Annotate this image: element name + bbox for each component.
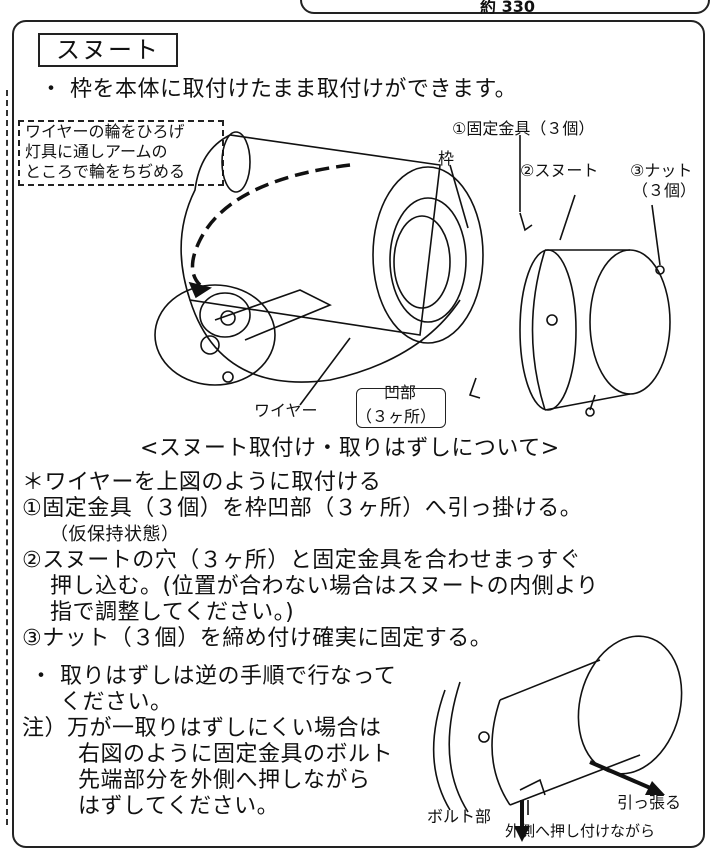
- removal-note-line-3: 先端部分を外側へ押しながら: [78, 768, 371, 793]
- diagram-caption: <スヌート取付け・取りはずしについて>: [140, 436, 560, 461]
- label-wire: ワイヤー: [254, 401, 318, 420]
- label-fixing-bracket: ①固定金具（３個）: [452, 119, 595, 138]
- step-2-line-3: 指で調整してください。): [50, 600, 295, 625]
- step-1: ①固定金具（３個）を枠凹部（３ヶ所）へ引っ掛ける。: [22, 496, 583, 521]
- section-title: スヌート: [38, 33, 178, 67]
- left-dashed-rule: [6, 90, 8, 825]
- removal-note-line-1: 注）万が一取りはずしにくい場合は: [22, 716, 382, 741]
- step-2-line-1: ②スヌートの穴（３ヶ所）と固定金具を合わせまっすぐ: [22, 548, 582, 573]
- label-recess-count: （３ヶ所）: [356, 407, 437, 426]
- label-recess: 凹部: [384, 383, 417, 402]
- label-push-outward: 外側へ押し付けながら: [505, 822, 656, 840]
- label-nut-count: （３個）: [632, 181, 697, 200]
- label-snoot: ②スヌート: [520, 161, 599, 180]
- removal-note-line-4: はずしてください。: [78, 794, 280, 819]
- step-2-line-2: 押し込む。(位置が合わない場合はスヌートの内側より: [50, 574, 599, 599]
- label-nut: ③ナット: [630, 161, 693, 180]
- step-3: ③ナット（３個）を締め付け確実に固定する。: [22, 626, 493, 651]
- removal-note-line-2: 右図のように固定金具のボルト: [78, 742, 394, 767]
- wire-callout-line-3: ところで輪をちぢめる: [25, 162, 186, 181]
- wire-callout-line-2: 灯具に通しアームの: [25, 142, 168, 161]
- wire-callout-line-1: ワイヤーの輪をひろげ: [25, 122, 185, 141]
- removal-line-2: ください。: [60, 690, 173, 715]
- step-1-note: （仮保持状態）: [50, 524, 180, 545]
- section-frame: [12, 20, 705, 848]
- step-wire-note: ＊ワイヤーを上図のように取付ける: [22, 470, 382, 495]
- intro-text: ・ 枠を本体に取付けたまま取付けができます。: [40, 77, 518, 102]
- wire-callout-box: ワイヤーの輪をひろげ 灯具に通しアームの ところで輪をちぢめる: [18, 120, 224, 186]
- label-bolt: ボルト部: [427, 807, 492, 826]
- label-pull: 引っ張る: [617, 793, 682, 812]
- recess-callout-box: [356, 388, 446, 428]
- label-frame: 枠: [438, 149, 455, 168]
- removal-line-1: ・ 取りはずしは逆の手順で行なって: [30, 664, 397, 689]
- header-partial-text: 約 330: [480, 0, 535, 16]
